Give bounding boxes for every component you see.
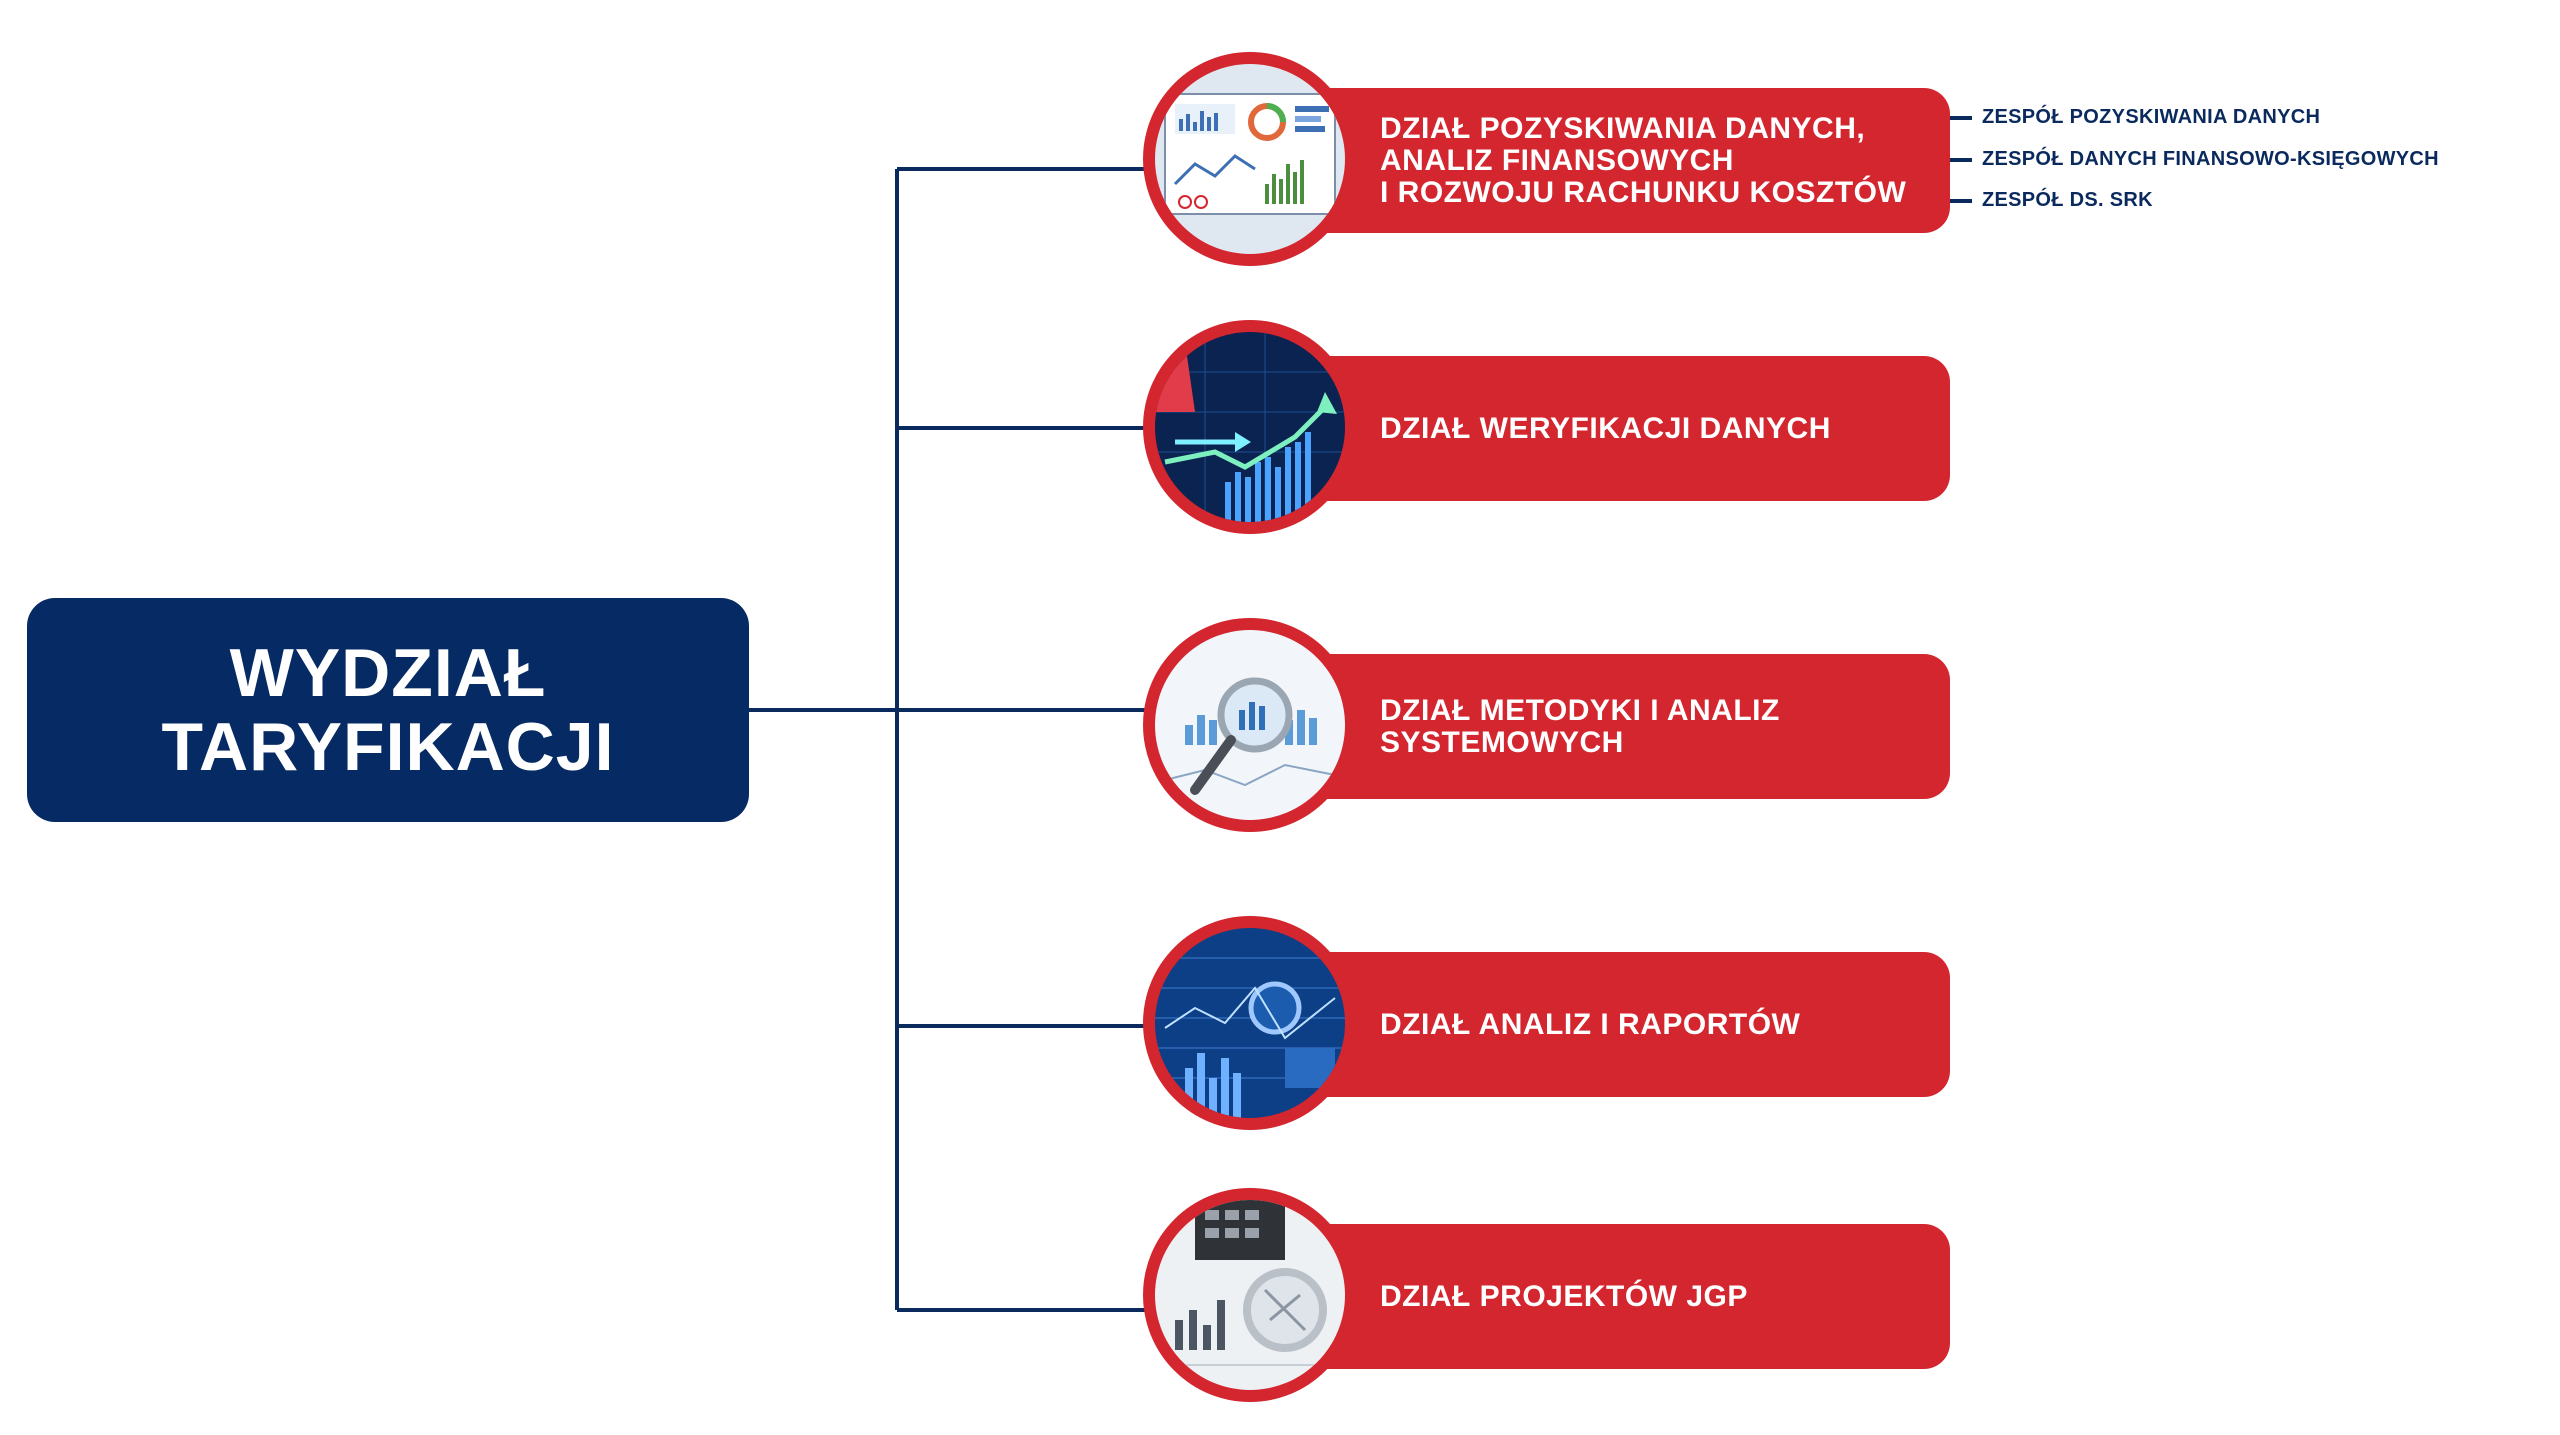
department-label-line: DZIAŁ METODYKI I ANALIZ (1380, 693, 1780, 727)
department-label-line: ANALIZ FINANSOWYCH (1380, 143, 1734, 177)
department-node-projektow-jgp: DZIAŁ PROJEKTÓW JGP (1245, 1224, 1950, 1369)
root-title-line-1: WYDZIAŁ (229, 635, 547, 711)
department-node-pozyskiwania-danych: DZIAŁ POZYSKIWANIA DANYCH, ANALIZ FINANS… (1245, 88, 1950, 233)
blue-data-analysis-image (1143, 916, 1357, 1130)
department-label-line: DZIAŁ PROJEKTÓW JGP (1380, 1279, 1748, 1313)
root-title-line-2: TARYFIKACJI (161, 709, 615, 785)
magnifier-on-charts-image (1143, 618, 1357, 832)
root-node-wydzial-taryfikacji: WYDZIAŁ TARYFIKACJI (27, 598, 749, 822)
department-label-line: SYSTEMOWYCH (1380, 725, 1624, 759)
department-label: DZIAŁ METODYKI I ANALIZ SYSTEMOWYCH (1380, 693, 1780, 759)
team-label-ds-srk: ZESPÓŁ DS. SRK (1982, 189, 2153, 211)
department-label-line: DZIAŁ POZYSKIWANIA DANYCH, (1380, 111, 1866, 145)
dashboard-charts-image (1143, 52, 1357, 266)
calculator-and-report-image (1143, 1188, 1357, 1402)
department-label-line: DZIAŁ ANALIZ I RAPORTÓW (1380, 1007, 1801, 1041)
department-node-analiz-i-raportow: DZIAŁ ANALIZ I RAPORTÓW (1245, 952, 1950, 1097)
department-label: DZIAŁ ANALIZ I RAPORTÓW (1380, 1007, 1801, 1041)
department-label: DZIAŁ POZYSKIWANIA DANYCH, ANALIZ FINANS… (1380, 111, 1907, 209)
stock-chart-arrows-image (1143, 320, 1357, 534)
team-label-danych-finansowo-ksiegowych: ZESPÓŁ DANYCH FINANSOWO-KSIĘGOWYCH (1982, 148, 2439, 170)
department-label: DZIAŁ WERYFIKACJI DANYCH (1380, 411, 1831, 445)
team-label-pozyskiwania-danych: ZESPÓŁ POZYSKIWANIA DANYCH (1982, 106, 2321, 128)
department-node-weryfikacji-danych: DZIAŁ WERYFIKACJI DANYCH (1245, 356, 1950, 501)
department-label-line: DZIAŁ WERYFIKACJI DANYCH (1380, 411, 1831, 445)
department-label-line: I ROZWOJU RACHUNKU KOSZTÓW (1380, 175, 1907, 209)
department-label: DZIAŁ PROJEKTÓW JGP (1380, 1279, 1748, 1313)
department-node-metodyki-i-analiz: DZIAŁ METODYKI I ANALIZ SYSTEMOWYCH (1245, 654, 1950, 799)
